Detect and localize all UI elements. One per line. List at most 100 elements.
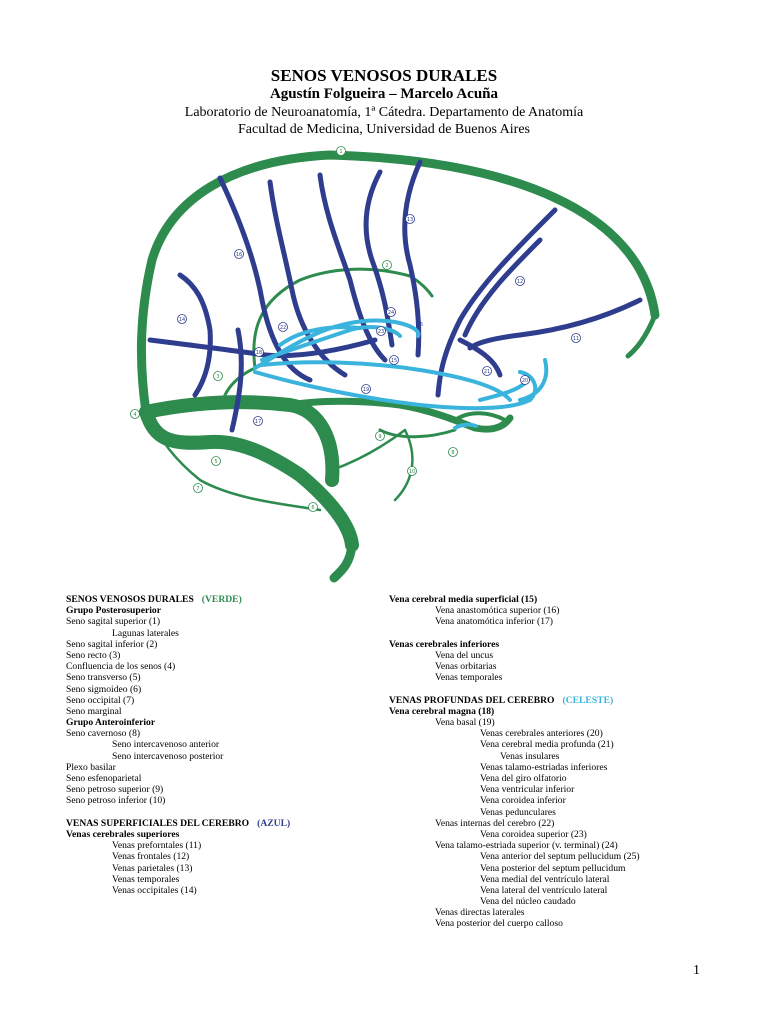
group-heading: Venas cerebrales superiores <box>66 828 180 840</box>
legend-item: Confluencia de los senos (4) <box>66 661 176 673</box>
diagram-marker-2: 2 <box>382 260 392 270</box>
svg-text:6: 6 <box>311 505 314 511</box>
legend-item: Venas orbitarias <box>435 661 497 673</box>
diagram-marker-18: 18 <box>254 347 264 357</box>
legend-item: Vena coroidea inferior <box>480 795 566 807</box>
legend-item: Vena lateral del ventrículo lateral <box>480 884 608 896</box>
legend-item: Vena basal (19) <box>435 717 495 729</box>
svg-text:8: 8 <box>451 450 454 456</box>
group-heading: Grupo Anteroinferior <box>66 717 156 729</box>
svg-text:24: 24 <box>388 310 394 316</box>
legend-item: Lagunas laterales <box>112 627 179 639</box>
legend-item: Seno petroso inferior (10) <box>66 795 166 807</box>
diagram-marker-25: 25 <box>417 322 423 328</box>
diagram-marker-7: 7 <box>193 483 203 493</box>
svg-text:22: 22 <box>280 325 286 331</box>
group-heading: Venas cerebrales inferiores <box>389 638 500 650</box>
svg-text:17: 17 <box>255 419 261 425</box>
svg-text:3: 3 <box>216 374 219 380</box>
venous-sinus-diagram: 1234567891011121314151617181921202223242… <box>130 146 660 583</box>
legend-item: Venas frontales (12) <box>112 851 190 863</box>
legend-item: Venas occipitales (14) <box>112 884 197 896</box>
legend-item: Plexo basilar <box>66 761 116 773</box>
legend-item: Seno occipital (7) <box>66 694 135 706</box>
legend-item: Seno recto (3) <box>66 649 121 661</box>
legend-item: Seno intercavenoso posterior <box>112 750 224 762</box>
svg-text:25: 25 <box>417 322 423 328</box>
deep-heading: VENAS PROFUNDAS DEL CEREBRO(CELESTE) <box>389 694 614 706</box>
diagram-marker-17: 17 <box>253 416 263 426</box>
legend-item: Vena cerebral media profunda (21) <box>480 739 614 751</box>
faculty-line: Facultad de Medicina, Universidad de Bue… <box>238 122 530 137</box>
legend-item: Vena del giro olfatorio <box>480 773 567 784</box>
svg-text:14: 14 <box>179 317 185 323</box>
svg-text:12: 12 <box>517 279 523 285</box>
diagram-marker-23: 23 <box>376 326 386 336</box>
legend-item: Vena talamo-estriada superior (v. termin… <box>435 840 618 852</box>
laboratory-line: Laboratorio de Neuroanatomía, 1ª Cátedra… <box>184 105 584 120</box>
diagram-marker-24: 24 <box>386 307 396 317</box>
svg-text:7: 7 <box>196 486 199 492</box>
legend-item: Venas insulares <box>500 750 560 762</box>
legend-item: Venas temporales <box>435 672 503 684</box>
legend-item: Vena del núcleo caudado <box>480 896 576 908</box>
group-heading: Grupo Posterosuperior <box>66 605 161 617</box>
svg-text:1: 1 <box>339 149 342 155</box>
svg-text:4: 4 <box>133 412 136 418</box>
legend-item: Vena coroidea superior (23) <box>480 828 587 840</box>
legend-item: Venas directas laterales <box>435 907 525 919</box>
dural-heading: SENOS VENOSOS DURALES(VERDE) <box>66 594 242 605</box>
legend-item: Seno petroso superior (9) <box>66 784 164 796</box>
diagram-marker-11: 11 <box>571 333 581 343</box>
svg-text:21: 21 <box>484 369 490 375</box>
svg-text:2: 2 <box>385 263 388 269</box>
legend-item: Seno cavernoso (8) <box>66 728 141 740</box>
diagram-marker-12: 12 <box>515 276 525 286</box>
legend-item: Seno transverso (5) <box>66 672 141 684</box>
diagram-marker-14: 14 <box>177 314 187 324</box>
deep-veins <box>253 318 549 430</box>
legend-item: Venas pedunculares <box>480 806 556 818</box>
diagram-marker-8: 8 <box>448 447 458 457</box>
legend-item: Venas cerebrales anteriores (20) <box>480 728 603 740</box>
legend-item: Seno sagital superior (1) <box>66 616 161 628</box>
left-legend-column: SENOS VENOSOS DURALES(VERDE) Grupo Poste… <box>66 594 376 896</box>
diagram-marker-21: 21 <box>482 366 492 376</box>
dural-sinuses <box>136 150 660 583</box>
legend-item: Seno esfenoparietal <box>66 773 142 784</box>
diagram-number-markers: 1234567891011121314151617181921202223242… <box>130 146 581 512</box>
svg-text:13: 13 <box>407 217 413 223</box>
svg-text:23: 23 <box>378 329 384 335</box>
legend-item: Seno sigmoideo (6) <box>66 683 142 695</box>
group-heading: Vena cerebral media superficial (15) <box>389 594 538 605</box>
legend-item: Vena posterior del cuerpo calloso <box>435 918 563 930</box>
diagram-marker-10: 10 <box>407 466 417 476</box>
legend-item: Vena del uncus <box>435 649 494 661</box>
blue-tag: (AZUL) <box>257 817 291 829</box>
legend-item: Venas internas del cerebro (22) <box>435 817 555 829</box>
diagram-marker-13: 13 <box>405 214 415 224</box>
diagram-marker-3: 3 <box>213 371 223 381</box>
svg-text:20: 20 <box>522 378 528 384</box>
diagram-marker-19: 19 <box>361 384 371 394</box>
svg-text:19: 19 <box>363 387 369 393</box>
diagram-marker-22: 22 <box>278 322 288 332</box>
light-blue-tag: (CELESTE) <box>562 694 614 706</box>
legend-item: Seno intercavenoso anterior <box>112 739 220 751</box>
authors: Agustín Folgueira – Marcelo Acuña <box>269 86 499 102</box>
right-legend-column: Vena cerebral media superficial (15) Ven… <box>389 594 719 930</box>
legend-item: Seno marginal <box>66 705 122 717</box>
legend-item: Vena anatomótica inferior (17) <box>435 616 554 628</box>
legend-item: Vena medial del ventrículo lateral <box>480 873 610 885</box>
diagram-marker-15: 15 <box>389 355 399 365</box>
diagram-marker-20: 20 <box>520 375 530 385</box>
legend-item: Vena posterior del septum pellucidum <box>480 862 626 874</box>
svg-text:15: 15 <box>391 358 397 364</box>
diagram-marker-5: 5 <box>211 456 221 466</box>
green-tag: (VERDE) <box>201 594 242 605</box>
page-title: SENOS VENOSOS DURALES <box>270 66 498 85</box>
diagram-marker-1: 1 <box>336 146 346 156</box>
legend-item: Venas parietales (13) <box>112 862 193 874</box>
svg-text:11: 11 <box>573 336 579 342</box>
legend-item: Venas preforntales (11) <box>112 840 202 852</box>
